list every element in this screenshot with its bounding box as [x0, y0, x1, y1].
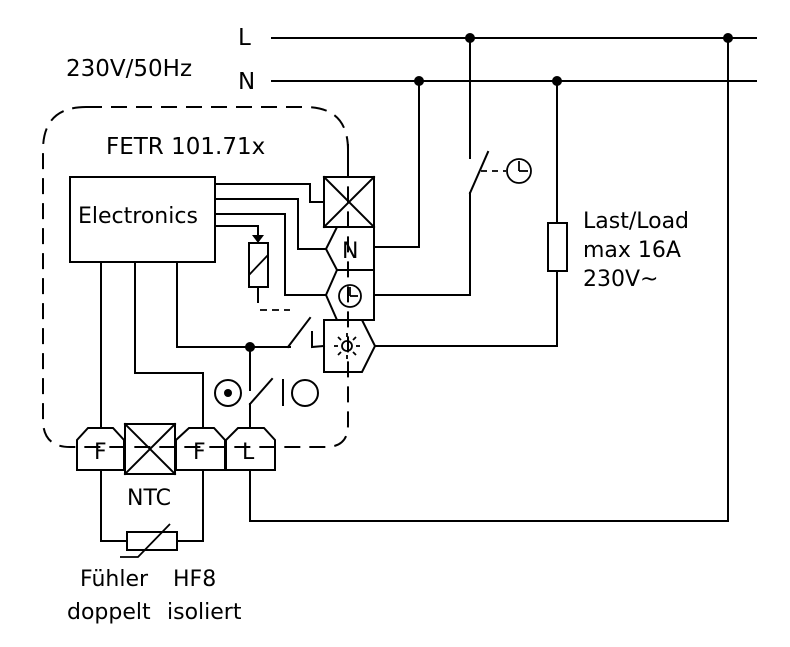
relay-coil-icon: [248, 242, 269, 288]
terminal-L: L: [225, 427, 276, 471]
thermistor-icon: [120, 523, 178, 558]
electronics-block: [69, 176, 216, 263]
sun-icon: [334, 333, 360, 359]
load-label: 230V~: [583, 267, 658, 292]
sensor-type-label: NTC: [127, 486, 171, 511]
sensor-caption: HF8: [173, 567, 216, 592]
timer-switch-contact: [468, 150, 490, 195]
wire: [373, 80, 420, 248]
terminal-F2-label: F: [193, 440, 206, 465]
device-name: FETR 101.71x: [106, 134, 265, 160]
terminal-F1-label: F: [94, 440, 107, 465]
crossed-terminal-bottom: [123, 422, 177, 476]
coil-arrow: [252, 235, 264, 243]
wire: [176, 469, 204, 542]
sensor-caption: doppelt: [67, 600, 151, 625]
load-label: Last/Load: [583, 209, 689, 234]
load-label: max 16A: [583, 238, 681, 263]
terminal-F2: F: [175, 427, 226, 471]
line-L-label: L: [238, 25, 251, 51]
wire: [311, 331, 326, 349]
wire: [100, 469, 128, 542]
wire: [176, 261, 291, 348]
terminal-sun: [323, 319, 377, 373]
wire: [214, 183, 325, 203]
wire: [214, 198, 327, 250]
relay-switch-contact: [286, 316, 312, 349]
indicator-on-symbol: [214, 379, 242, 407]
terminal-L-label: L: [242, 440, 255, 465]
electronics-label: Electronics: [78, 204, 198, 229]
wire: [249, 37, 729, 522]
wire: [373, 192, 471, 296]
wire: [214, 225, 259, 237]
wire: [374, 270, 558, 347]
wire: [214, 213, 327, 296]
terminal-F1: F: [76, 427, 125, 471]
terminal-N: N: [324, 226, 375, 271]
sensor-caption: Fühler: [80, 567, 149, 592]
sensor-caption: isoliert: [167, 600, 242, 625]
clock-icon: [338, 284, 362, 308]
wire: [134, 261, 204, 429]
clock-icon: [506, 158, 532, 184]
supply-voltage-label: 230V/50Hz: [66, 56, 192, 82]
indicator-switch-contact: [248, 377, 274, 406]
terminal-N-label: N: [342, 239, 358, 264]
device-housing-outline: [42, 106, 349, 448]
line-N-label: N: [238, 69, 255, 95]
load-resistor: [547, 222, 568, 272]
indicator-off-symbol: [291, 379, 319, 407]
terminal-clock: [324, 269, 375, 321]
